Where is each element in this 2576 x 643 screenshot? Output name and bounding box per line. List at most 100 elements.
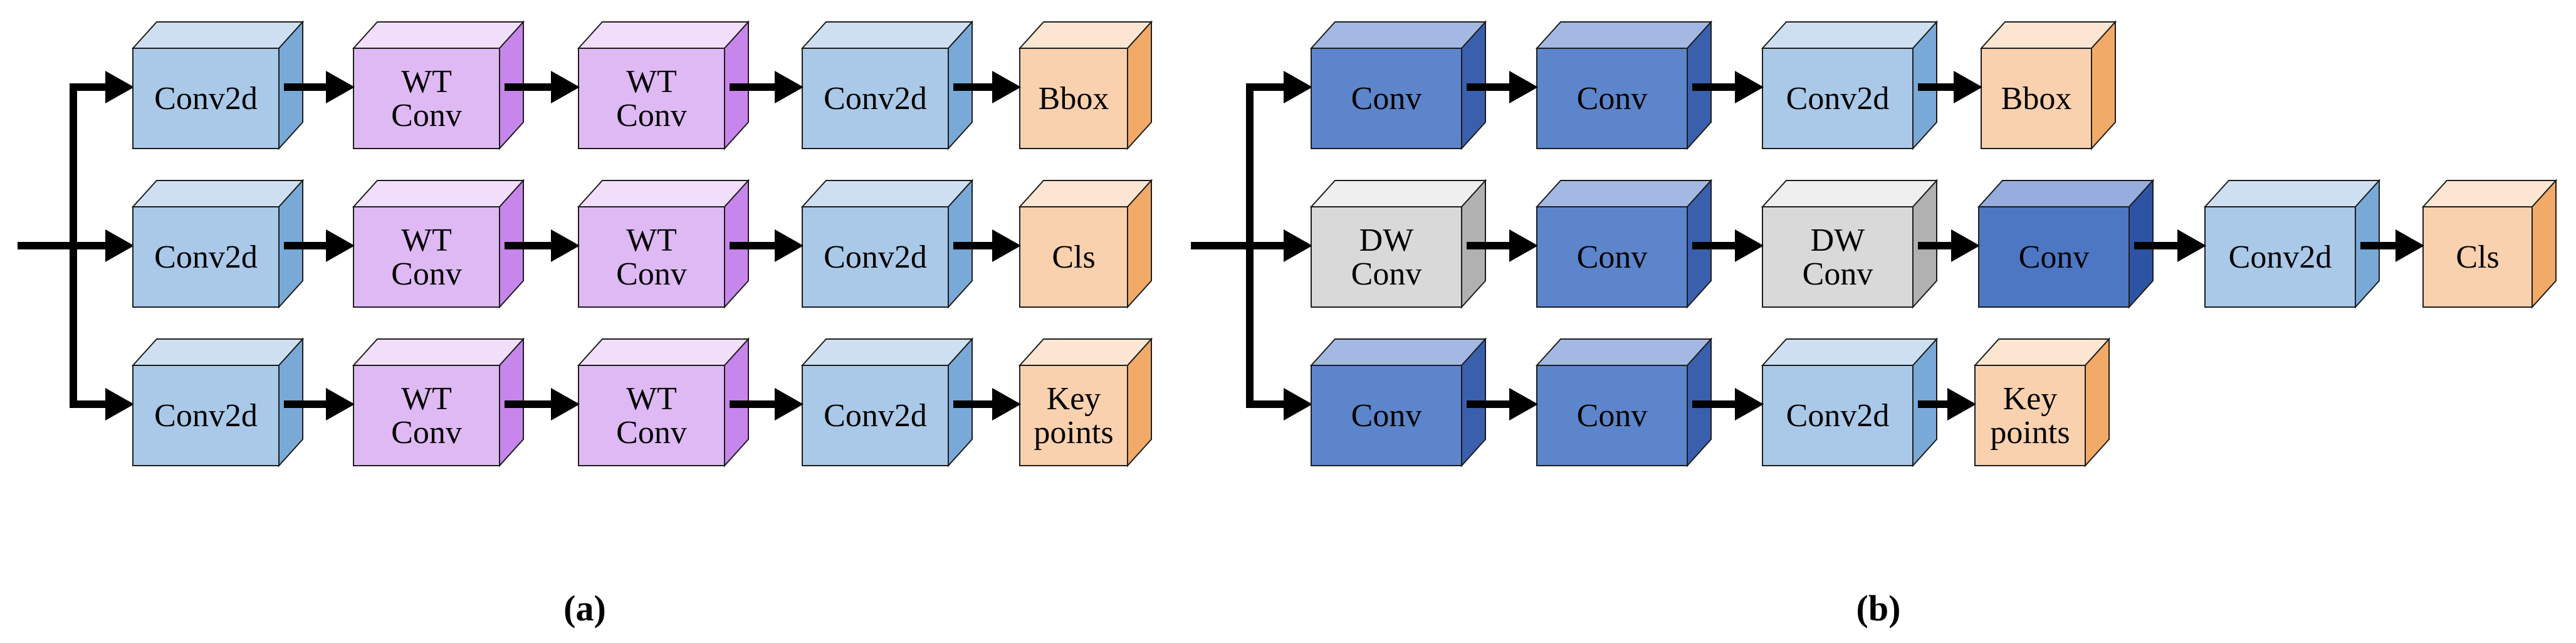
node-label: Conv2d (824, 239, 927, 275)
node-label: Conv (1351, 398, 1422, 434)
node-label: Conv (2019, 239, 2090, 275)
arrow-head (1735, 388, 1764, 421)
arrow-head (1509, 71, 1538, 103)
box-top-face (800, 21, 974, 49)
box-front-face (802, 206, 949, 308)
arrow-head (551, 71, 580, 103)
input-branch-connector (1191, 71, 1312, 421)
node-b-bbox: Bbox (1979, 20, 2117, 150)
box-front-face (1311, 206, 1462, 308)
panel-caption-a: (a) (563, 588, 606, 629)
node-label-line: Conv (616, 415, 687, 451)
flow-arrow (730, 229, 804, 262)
node-label: Conv (1577, 398, 1648, 434)
node-label-line: points (1034, 415, 1113, 451)
node-a-cls: Cls (1018, 179, 1153, 309)
node-b-conv2d: Conv2d (1761, 337, 1939, 468)
arrow-head (551, 388, 580, 421)
flow-arrow (505, 229, 580, 262)
box-top-face (1761, 338, 1939, 366)
node-label-line: Conv (1351, 398, 1422, 434)
node-label: Bbox (1039, 81, 1109, 117)
box-front-face (1978, 206, 2130, 308)
node-label-line: Conv (391, 98, 462, 133)
box-front-face (132, 48, 280, 149)
box-front-face (1311, 48, 1462, 149)
node-label-line: Conv2d (154, 239, 258, 275)
node-label: Conv2d (1786, 398, 1890, 434)
node-label-line: Conv2d (154, 81, 258, 117)
node-label-line: Conv2d (824, 81, 927, 117)
node-label-line: Bbox (1039, 81, 1109, 117)
box-front-face (1762, 206, 1914, 308)
arrow-head (1509, 229, 1538, 262)
node-label: Conv2d (154, 81, 258, 117)
flow-arrow (1918, 71, 1982, 103)
box-front-face (1762, 365, 1914, 466)
arrow-head (326, 388, 355, 421)
box-front-face (1019, 206, 1128, 308)
node-label-line: WT (401, 64, 452, 100)
box-front-face (2422, 206, 2533, 308)
panel-caption-b: (b) (1856, 588, 1901, 629)
box-front-face (353, 48, 500, 149)
node-label-line: Conv (391, 415, 462, 451)
node-label-line: Conv (616, 98, 687, 133)
node-a-conv2d: Conv2d (131, 20, 305, 150)
arrow-head (2177, 229, 2206, 262)
arrow-head (2395, 229, 2424, 262)
node-label: Conv (1577, 239, 1648, 275)
node-label-line: Conv2d (2229, 239, 2332, 275)
box-top-face (1761, 180, 1939, 207)
box-top-face (577, 21, 750, 49)
node-label: Conv (1351, 81, 1422, 117)
node-label: Bbox (2001, 81, 2072, 117)
box-top-face (1977, 180, 2155, 207)
box-top-face (131, 180, 305, 207)
flow-arrow (1918, 229, 1980, 262)
box-top-face (577, 338, 750, 366)
arrow-head (775, 388, 804, 421)
arrow-head (1509, 388, 1538, 421)
node-label-line: Conv (1577, 239, 1648, 275)
node-label: Conv2d (154, 398, 258, 434)
node-label-line: Conv2d (1786, 398, 1890, 434)
node-label-line: Conv2d (824, 239, 927, 275)
flow-arrow (953, 71, 1021, 103)
node-b-conv: Conv (1535, 179, 1713, 309)
box-front-face (1536, 48, 1688, 149)
box-front-face (1762, 48, 1914, 149)
node-label-line: Cls (2456, 239, 2499, 275)
flow-arrow (1918, 388, 1976, 421)
box-top-face (1535, 338, 1713, 366)
arrow-head (105, 229, 134, 262)
node-label: Cls (1052, 239, 1095, 275)
arrow-head (1954, 71, 1982, 103)
node-label-line: DW (1359, 222, 1414, 258)
box-top-face (800, 338, 974, 366)
box-front-face (802, 48, 949, 149)
node-label: Conv2d (2229, 239, 2332, 275)
node-label: Conv2d (1786, 81, 1890, 117)
box-top-face (1309, 21, 1487, 49)
node-label-line: Conv (1351, 256, 1422, 292)
node-label-line: Cls (1052, 239, 1095, 275)
box-top-face (800, 180, 974, 207)
node-b-conv: Conv (1535, 337, 1713, 468)
node-label: Conv (1577, 81, 1648, 117)
node-label-line: WT (626, 222, 677, 258)
